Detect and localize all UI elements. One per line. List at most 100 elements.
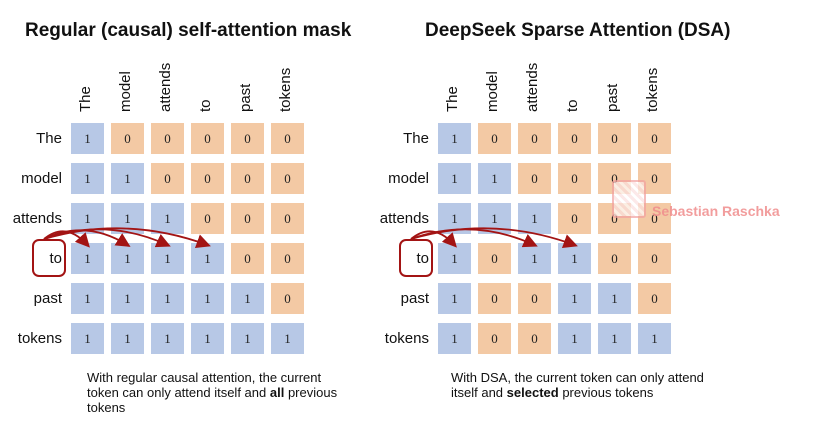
matrix-cell: 0 [478,323,511,354]
matrix-cell: 0 [518,283,551,314]
matrix-cell: 1 [71,123,104,154]
current-token-highlight [32,239,66,277]
row-label: model [388,170,429,187]
matrix-cell: 1 [638,323,671,354]
row-label: tokens [17,330,62,347]
matrix-cell: 0 [558,203,591,234]
matrix-cell: 1 [71,163,104,194]
matrix-cell: 1 [231,283,264,314]
caption-text: previous tokens [87,385,338,415]
column-label-text: The [443,86,461,112]
matrix-cell: 1 [558,243,591,274]
matrix-cell: 1 [438,123,471,154]
watermark: Sebastian Raschka [652,203,780,219]
matrix-cell: 1 [598,283,631,314]
matrix-cell: 0 [638,123,671,154]
matrix-cell: 1 [438,323,471,354]
matrix-cell: 1 [71,283,104,314]
column-label-text: model [483,71,501,112]
matrix-cell: 1 [151,243,184,274]
row-label: tokens [384,330,429,347]
matrix-cell: 0 [191,203,224,234]
matrix-cell: 1 [111,323,144,354]
matrix-cell: 0 [271,243,304,274]
current-token-highlight [399,239,433,277]
matrix-cell: 1 [71,243,104,274]
row-label: to [416,250,429,267]
matrix-cell: 0 [231,163,264,194]
matrix-cell: 0 [231,123,264,154]
matrix-cell: 0 [111,123,144,154]
matrix-cell: 1 [151,323,184,354]
matrix-cell: 0 [518,163,551,194]
matrix-cell: 0 [518,323,551,354]
column-label-text: to [196,99,214,112]
row-label: The [403,130,429,147]
matrix-cell: 1 [111,203,144,234]
matrix-cell: 0 [638,283,671,314]
matrix-cell: 0 [478,243,511,274]
matrix-cell: 0 [271,203,304,234]
caption-text: With regular causal attention, the curre… [87,370,322,400]
row-label: attends [12,210,62,227]
matrix-cell: 0 [478,123,511,154]
caption-text: With DSA, the current token can only att… [451,370,704,400]
matrix-cell: 1 [191,243,224,274]
matrix-cell: 1 [598,323,631,354]
matrix-cell: 1 [71,323,104,354]
matrix-cell: 0 [151,123,184,154]
matrix-cell: 0 [558,123,591,154]
row-label: model [21,170,62,187]
matrix-cell: 1 [271,323,304,354]
column-label-text: attends [156,62,174,112]
caption-emphasis: all [269,385,285,400]
matrix-cell: 0 [271,123,304,154]
column-label-text: The [76,86,94,112]
matrix-cell: 1 [71,203,104,234]
matrix-cell: 1 [111,243,144,274]
watermark-logo-icon [612,180,646,218]
matrix-cell: 0 [638,243,671,274]
column-label-text: model [116,71,134,112]
matrix-cell: 1 [111,163,144,194]
row-label: past [400,290,429,307]
matrix-cell: 1 [151,203,184,234]
row-label: past [33,290,62,307]
matrix-cell: 0 [598,123,631,154]
matrix-cell: 1 [518,243,551,274]
matrix-cell: 0 [271,283,304,314]
matrix-cell: 0 [271,163,304,194]
matrix-cell: 1 [518,203,551,234]
dsa-mask-panel: DeepSeek Sparse Attention (DSA) With DSA… [380,0,810,424]
panel-caption: With DSA, the current token can only att… [451,370,711,400]
row-label: The [36,130,62,147]
matrix-cell: 1 [478,203,511,234]
matrix-cell: 0 [191,163,224,194]
row-label: to [49,250,62,267]
caption-text: previous tokens [558,385,654,400]
causal-mask-panel: Regular (causal) self-attention mask Wit… [0,0,400,424]
matrix-cell: 1 [438,283,471,314]
matrix-cell: 0 [151,163,184,194]
matrix-cell: 0 [558,163,591,194]
panel-title: Regular (causal) self-attention mask [25,20,352,41]
matrix-cell: 0 [478,283,511,314]
matrix-cell: 1 [191,323,224,354]
column-label-text: past [236,83,254,112]
matrix-cell: 1 [558,323,591,354]
matrix-cell: 0 [231,243,264,274]
column-label-text: tokens [276,67,294,112]
column-label-text: past [603,83,621,112]
matrix-cell: 0 [191,123,224,154]
column-label-text: attends [523,62,541,112]
matrix-cell: 0 [518,123,551,154]
matrix-cell: 1 [151,283,184,314]
column-label-text: tokens [643,67,661,112]
matrix-cell: 1 [438,243,471,274]
matrix-cell: 1 [231,323,264,354]
matrix-cell: 1 [438,163,471,194]
row-label: attends [379,210,429,227]
matrix-cell: 1 [558,283,591,314]
caption-emphasis: selected [506,385,559,400]
matrix-cell: 0 [598,243,631,274]
